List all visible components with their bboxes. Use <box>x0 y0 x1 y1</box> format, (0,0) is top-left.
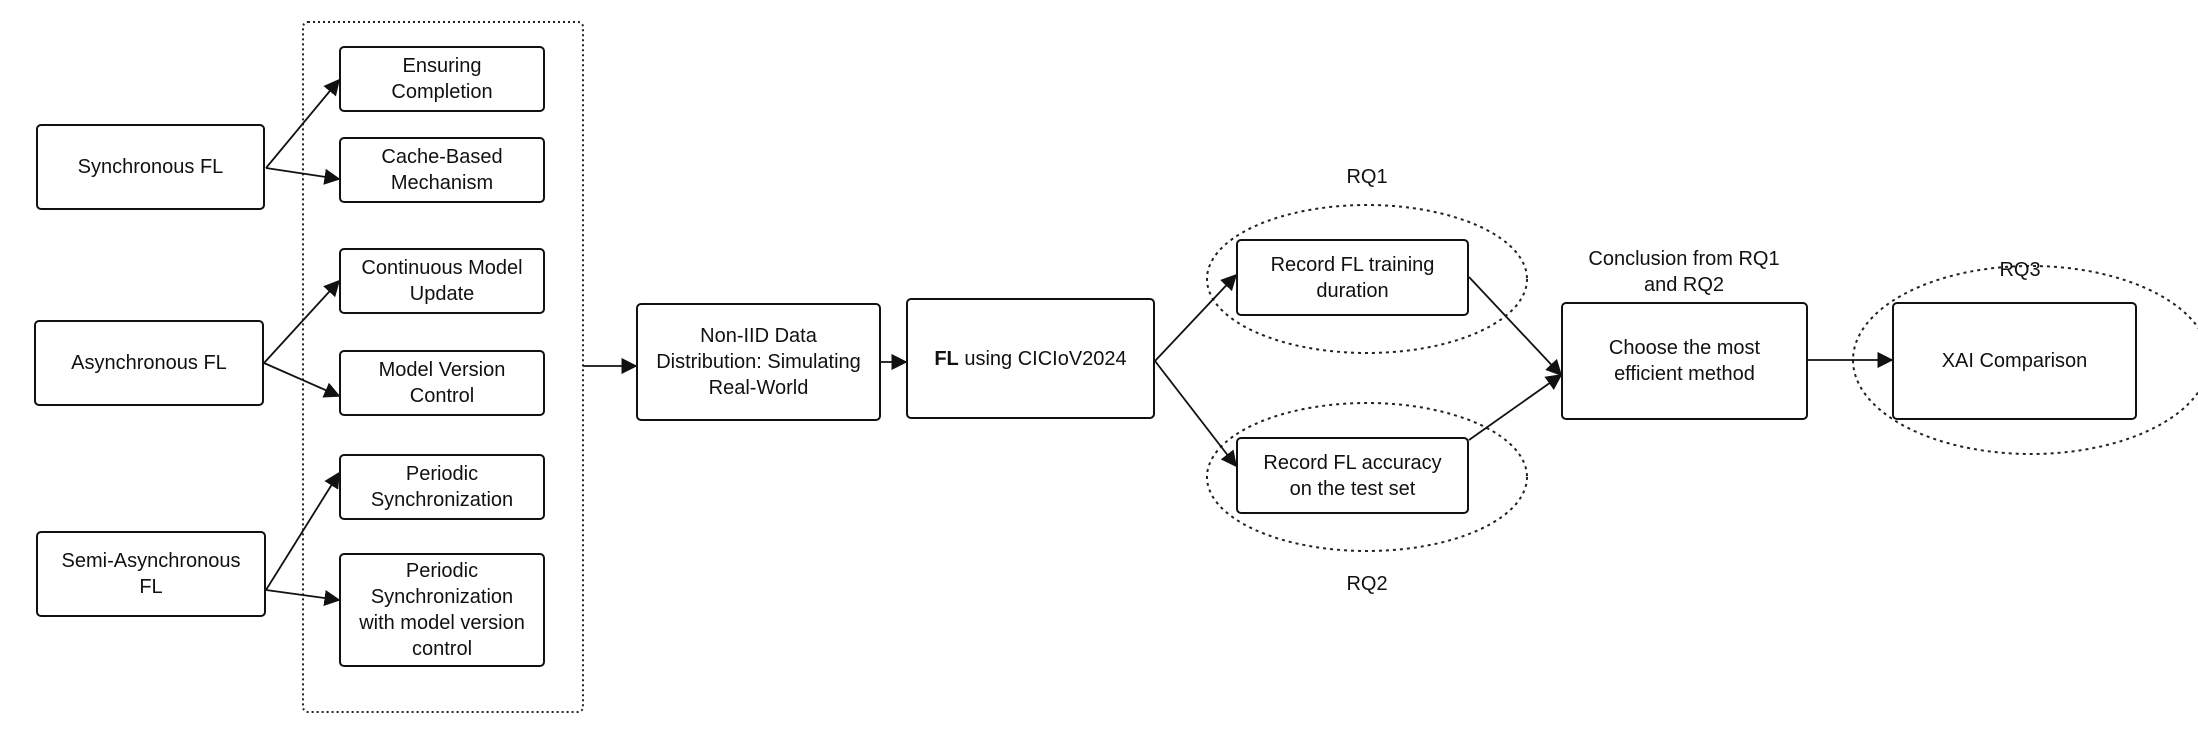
synchronous-fl-box: Synchronous FL <box>36 124 265 210</box>
periodic-sync-version-control-box: Periodic Synchronization with model vers… <box>339 553 545 667</box>
arrow-sync-to-cache <box>265 167 341 185</box>
arrow-semi-to-periodic <box>265 471 340 591</box>
cache-based-mechanism-box: Cache-Based Mechanism <box>339 137 545 203</box>
asynchronous-fl-box: Asynchronous FL <box>34 320 264 406</box>
arrow-sync-to-ensuring <box>265 78 341 169</box>
continuous-model-update-box: Continuous Model Update <box>339 248 545 314</box>
rq1-label: RQ1 <box>1346 166 1388 188</box>
arrow-async-to-version <box>263 362 341 398</box>
arrow-duration-to-choose <box>1468 276 1563 377</box>
semi-asynchronous-fl-box: Semi-Asynchronous FL <box>36 531 266 617</box>
rq2-ellipse <box>1206 402 1528 552</box>
choose-efficient-method-box: Choose the most efficient method <box>1561 302 1808 420</box>
periodic-synchronization-box: Periodic Synchronization <box>339 454 545 520</box>
fl-bold-label: FL <box>934 347 959 370</box>
xai-comparison-box: XAI Comparison <box>1892 302 2137 420</box>
arrow-semi-to-periodic-version <box>265 589 341 607</box>
conclusion-label: Conclusion from RQ1 and RQ2 <box>1588 248 1780 296</box>
arrow-fl-to-duration <box>1154 273 1238 362</box>
fl-cicionv2024-box: FL using CICIoV2024 <box>906 298 1155 419</box>
techniques-group-frame <box>302 21 584 713</box>
rq3-ellipse <box>1852 265 2198 455</box>
fl-dataset-label: using CICIoV2024 <box>958 347 1127 370</box>
arrow-accuracy-to-choose <box>1468 374 1563 441</box>
arrow-async-to-continuous <box>263 279 341 364</box>
ensuring-completion-box: Ensuring Completion <box>339 46 545 112</box>
non-iid-distribution-box: Non-IID Data Distribution: Simulating Re… <box>636 303 881 421</box>
arrow-fl-to-accuracy <box>1154 360 1237 468</box>
rq3-label: RQ3 <box>1999 259 2041 281</box>
model-version-control-box: Model Version Control <box>339 350 545 416</box>
rq1-ellipse <box>1206 204 1528 354</box>
record-accuracy-box: Record FL accuracy on the test set <box>1236 437 1469 514</box>
record-training-duration-box: Record FL training duration <box>1236 239 1469 316</box>
rq2-label: RQ2 <box>1346 573 1388 595</box>
